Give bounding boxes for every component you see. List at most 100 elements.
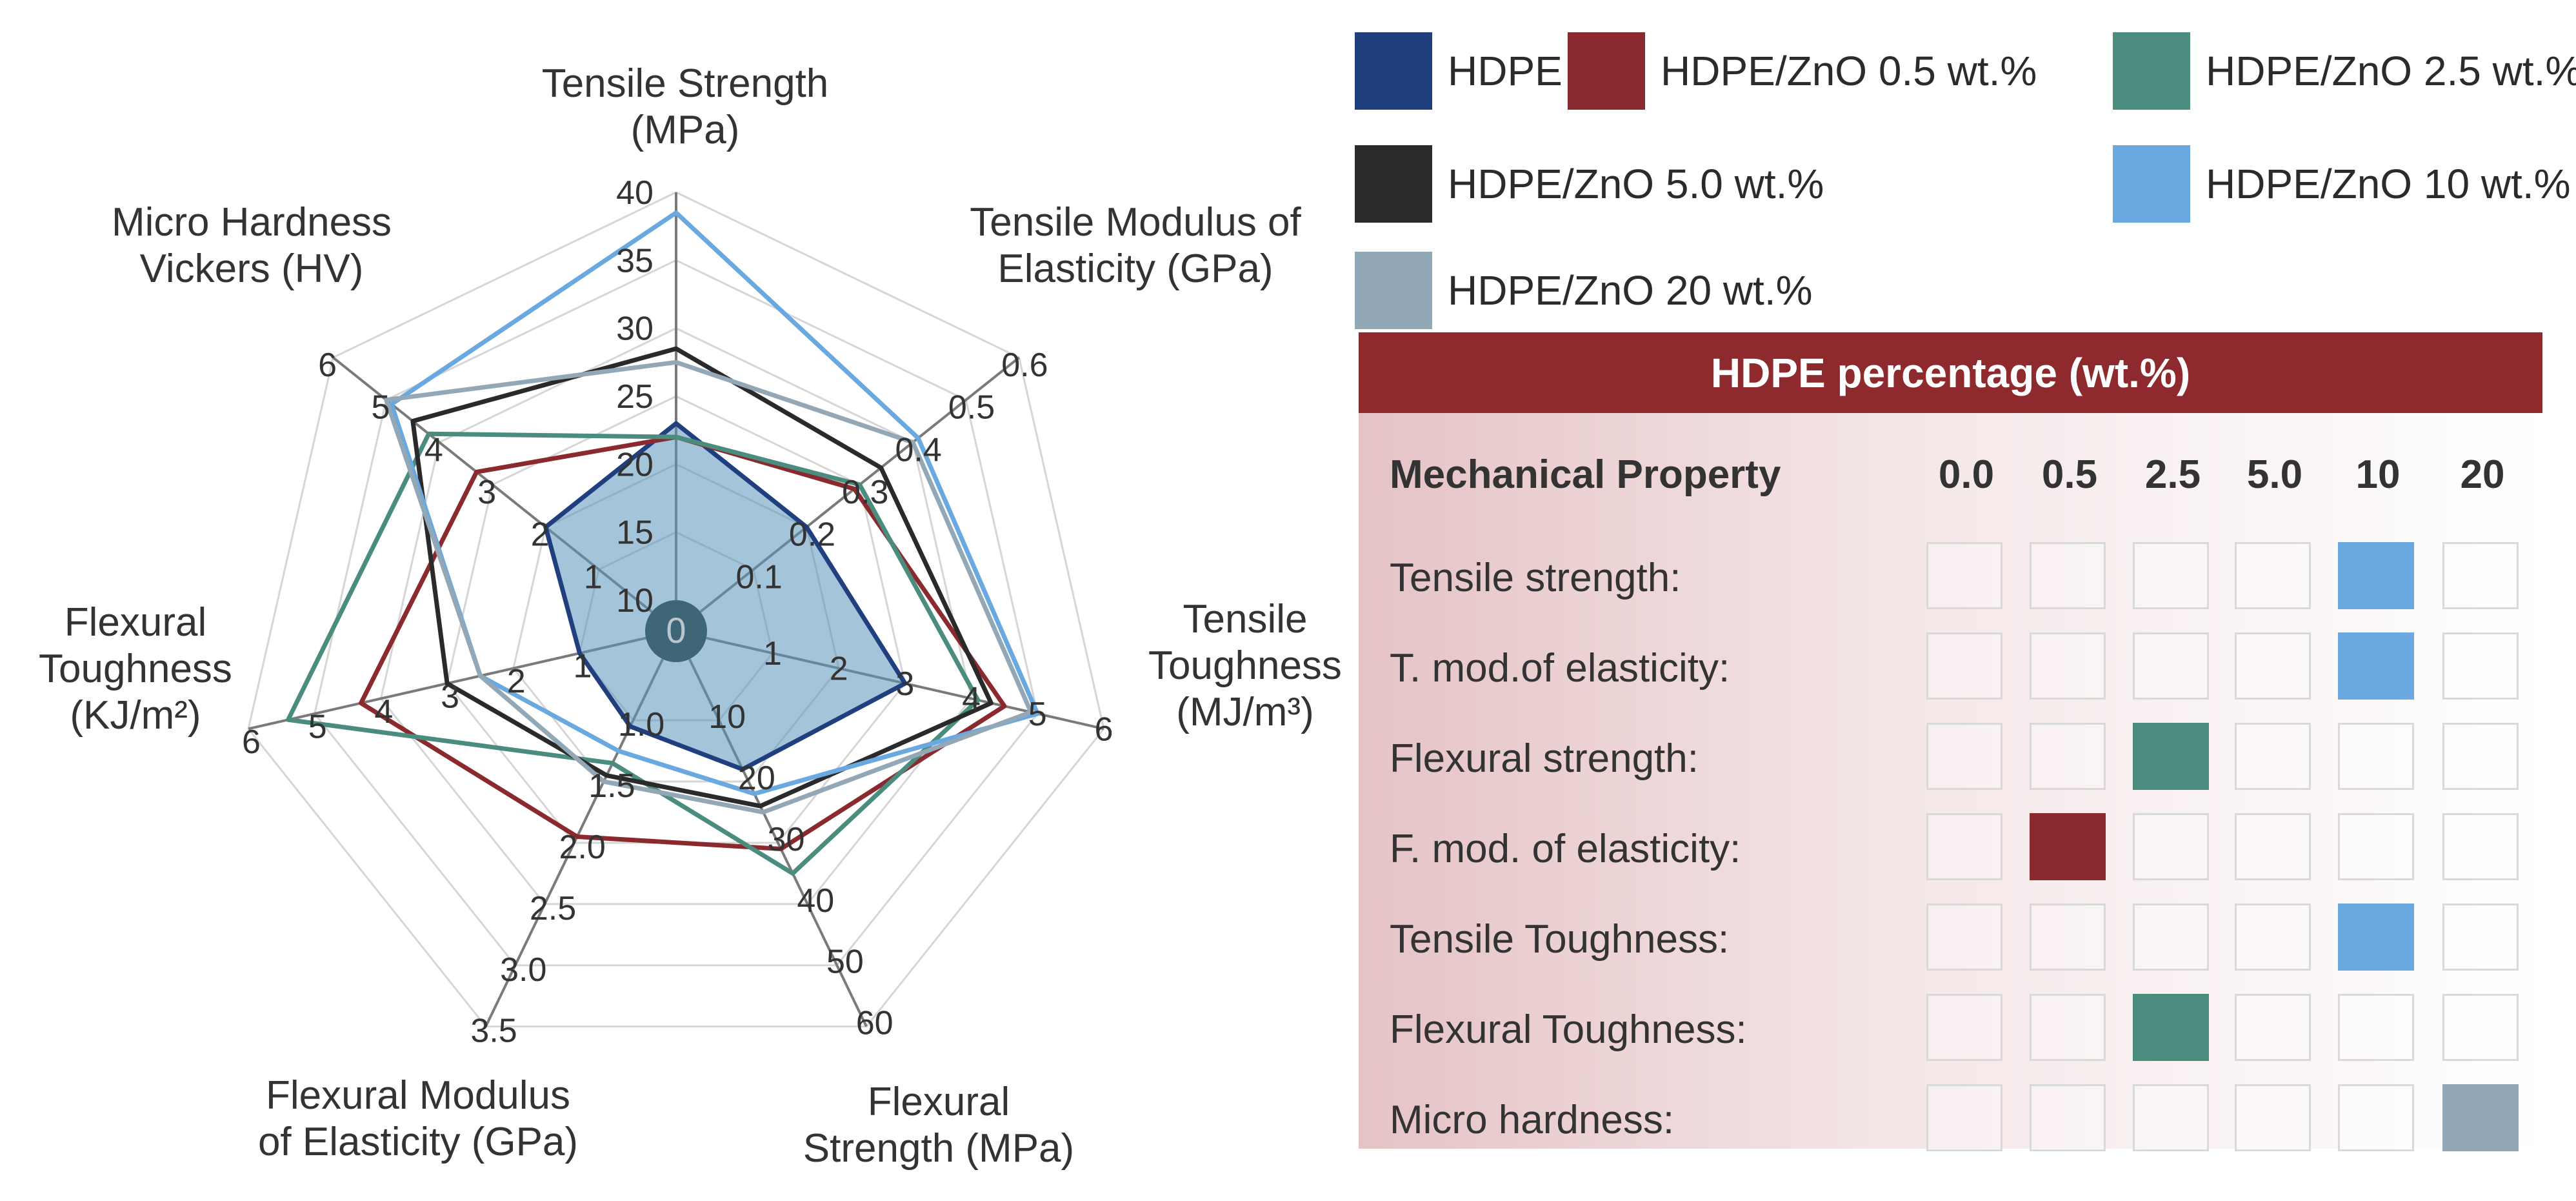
tick-label: 1: [584, 558, 603, 596]
tick-label: 0.6: [1001, 347, 1048, 384]
tick-label: 3.5: [470, 1013, 517, 1050]
tick-label: 35: [616, 242, 654, 279]
table-cell: [2442, 994, 2519, 1061]
table-cell: [2235, 632, 2311, 700]
table-cell: [2133, 813, 2209, 880]
table-cell: [2235, 813, 2311, 880]
table-cell: [2133, 1084, 2209, 1151]
series-line-5: [384, 359, 1033, 815]
series-line-3: [410, 346, 993, 809]
table-cell: [2030, 813, 2106, 880]
legend-item: HDPE/ZnO 20 wt.%: [1355, 252, 1813, 329]
row-label: Tensile Toughness:: [1390, 917, 1730, 962]
table-cell: [2338, 903, 2414, 971]
tick-label: 1: [574, 648, 592, 685]
series-group: [286, 210, 1040, 876]
tick-label: 5: [372, 389, 390, 427]
table-cell: [2442, 542, 2519, 609]
table-cell: [1926, 632, 2002, 700]
legend-item: HDPE/ZnO 2.5 wt.%: [2113, 32, 2576, 110]
table-cell: [2235, 723, 2311, 790]
table-cell: [2338, 813, 2414, 880]
tick-label: 2.0: [559, 829, 606, 866]
table-cell: [2338, 723, 2414, 790]
legend-label: HDPE: [1448, 48, 1563, 94]
series-line-4: [389, 210, 1040, 796]
column-header: 0.0: [1938, 452, 1995, 497]
grid-ring: [247, 191, 1105, 1028]
table-cell: [2442, 632, 2519, 700]
tick-label: 4: [962, 680, 981, 718]
table-cell: [2030, 1084, 2106, 1151]
legend-item: HDPE/ZnO 5.0 wt.%: [1355, 145, 1824, 223]
tick-label: 20: [738, 760, 775, 797]
table-cell: [2235, 542, 2311, 609]
tick-label: 60: [856, 1005, 894, 1042]
table-cell: [2133, 632, 2209, 700]
legend-label: HDPE/ZnO 10 wt.%: [2206, 161, 2571, 207]
tick-label: 50: [826, 944, 864, 981]
tick-label: 15: [616, 514, 654, 552]
table-cell: [2030, 632, 2106, 700]
table-cell: [2338, 1084, 2414, 1151]
tick-label: 6: [1094, 711, 1113, 748]
column-header: 2.5: [2144, 452, 2201, 497]
row-label: T. mod.of elasticity:: [1390, 646, 1730, 691]
table-cell: [2442, 723, 2519, 790]
tick-label: 30: [768, 821, 805, 858]
tick-label: 40: [797, 882, 834, 920]
tick-label: 2: [507, 663, 526, 700]
column-header: 10: [2355, 452, 2401, 497]
table-cell: [1926, 994, 2002, 1061]
tick-label: 0.2: [789, 516, 835, 554]
legend-label: HDPE/ZnO 20 wt.%: [1448, 267, 1813, 314]
series-line-2: [286, 431, 981, 876]
tick-label: 4: [424, 431, 443, 469]
table-cell: [1926, 723, 2002, 790]
tick-label: 5: [1028, 696, 1047, 733]
legend-swatch: [1355, 252, 1432, 329]
tick-label: 5: [308, 708, 327, 745]
grid-ring: [379, 327, 973, 905]
tick-label: 30: [616, 310, 654, 348]
tick-label: 3.0: [500, 951, 546, 989]
table-cell: [1926, 813, 2002, 880]
properties-table: HDPE percentage (wt.%) Mechanical Proper…: [1359, 332, 2542, 1151]
legend-item: HDPE: [1355, 32, 1563, 110]
axis-title: Tensile Strength(MPa): [542, 61, 829, 152]
table-cell: [2133, 903, 2209, 971]
tick-label: 3: [441, 678, 459, 715]
table-cell: [2235, 903, 2311, 971]
tick-label: 4: [374, 693, 393, 731]
tick-label: 0.5: [948, 389, 995, 427]
grid-ring: [314, 259, 1039, 967]
tick-label: 2.5: [530, 890, 576, 927]
tick-label: 2: [830, 651, 848, 688]
table-cell: [1926, 903, 2002, 971]
row-label: Tensile strength:: [1390, 556, 1681, 600]
row-label: Flexural strength:: [1390, 736, 1699, 781]
tick-label: 20: [616, 446, 654, 483]
column-header: 20: [2460, 452, 2505, 497]
legend-swatch: [2113, 32, 2190, 110]
tick-label: 3: [895, 665, 914, 703]
table-cell: [2235, 1084, 2311, 1151]
legend-label: HDPE/ZnO 2.5 wt.%: [2206, 48, 2576, 94]
mechanical-property-header: Mechanical Property: [1390, 452, 1781, 497]
table-cell: [2235, 994, 2311, 1061]
table-cell: [2338, 542, 2414, 609]
tick-label: 2: [531, 516, 550, 554]
table-cell: [2133, 994, 2209, 1061]
tick-label: 6: [318, 347, 337, 384]
legend-swatch: [2113, 145, 2190, 223]
tick-label: 40: [616, 174, 654, 212]
tick-label: 3: [477, 474, 496, 511]
table-cell: [2030, 723, 2106, 790]
table-cell: [2338, 994, 2414, 1061]
